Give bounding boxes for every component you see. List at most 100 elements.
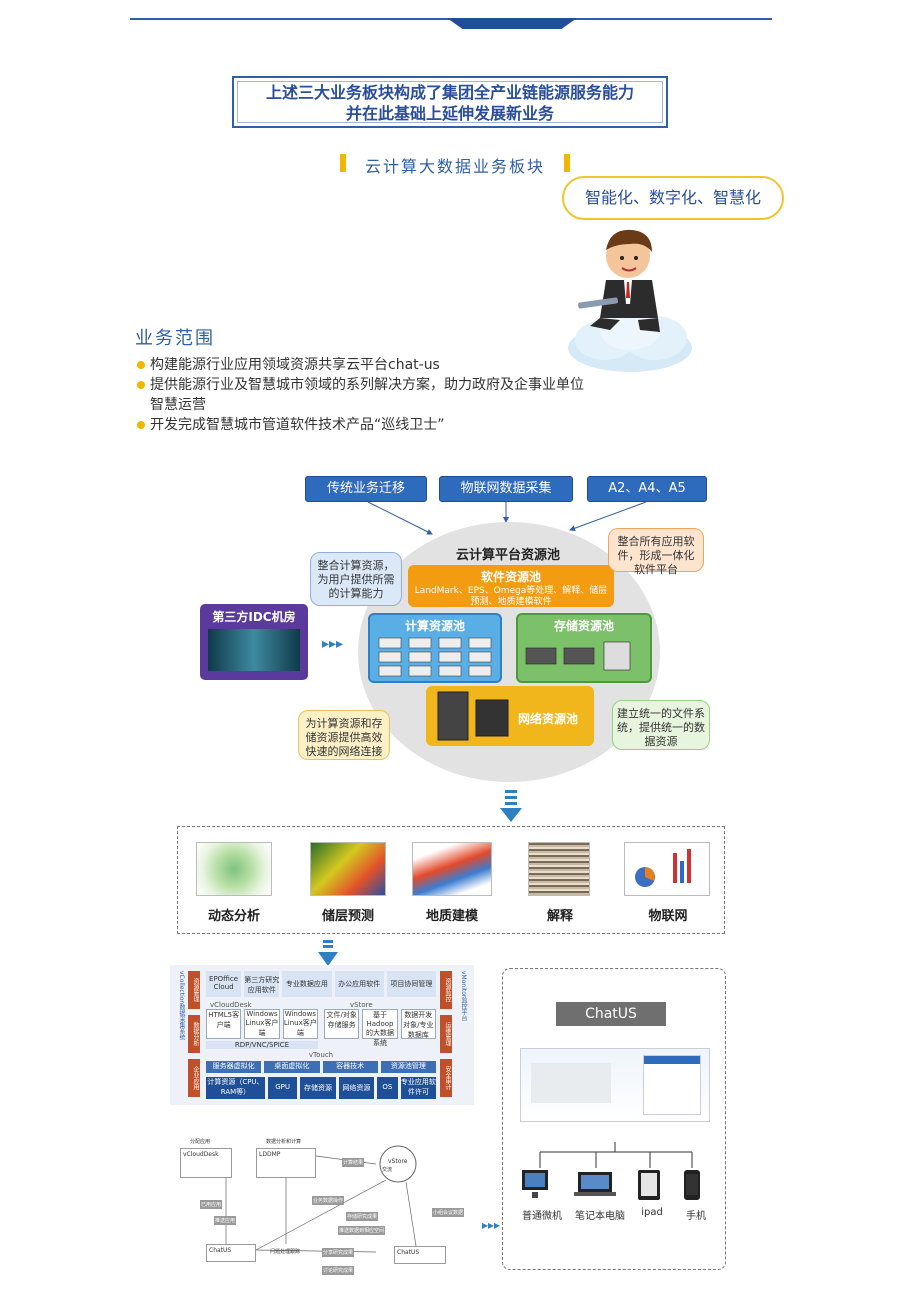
device-label: 手机: [686, 1211, 706, 1222]
arch-resource: OS: [377, 1077, 398, 1099]
storage-device-icons: [525, 641, 631, 671]
arch-left-label: 数据分析: [188, 1015, 200, 1053]
server-rack-icons: [378, 637, 492, 677]
callout-storage: 建立统一的文件系统，提供统一的数据资源: [612, 700, 710, 750]
app-thumb-iot: [624, 842, 710, 896]
flow-step: 交流: [382, 1167, 393, 1173]
arch-virt: 资源池管理: [380, 1061, 436, 1073]
platform-title: 云计算平台资源池: [455, 548, 560, 563]
input-iot-collection: 物联网数据采集: [439, 476, 573, 502]
cartoon-businessman-illustration: [568, 229, 692, 372]
device-icons: [522, 1170, 700, 1200]
top-tab-decoration: [447, 18, 577, 29]
arch-virt-row: 服务器虚拟化 桌面虚拟化 容器技术 资源池管理: [206, 1061, 436, 1073]
headline-line2: 并在此基础上延伸发展新业务: [345, 104, 554, 123]
down-arrow-icon: [500, 790, 522, 822]
compute-pool-label: 计算资源池: [404, 619, 465, 633]
device-label: ipad: [641, 1207, 663, 1218]
flow-node: vStore: [388, 1158, 408, 1165]
arch-virt: 容器技术: [322, 1061, 378, 1073]
arch-right-label: 资源监控: [440, 971, 452, 1009]
arch-right-label: 安全审计: [440, 1059, 452, 1097]
arch-resource: 存储资源: [300, 1077, 336, 1099]
callout-compute: 整合计算资源，为用户提供所需的计算能力: [310, 552, 402, 606]
device-tree-lines: [539, 1142, 693, 1168]
app-label: 储层预测: [321, 909, 374, 924]
flow-node: LDDMP: [256, 1148, 316, 1178]
network-pool: 网络资源池: [426, 686, 594, 746]
arch-right-label: 运维管理: [440, 1015, 452, 1053]
arch-store-item: 数据开发对象/专业数据库: [400, 1009, 436, 1039]
idc-label: 第三方IDC机房: [212, 610, 296, 624]
arch-left-vertical: vCollection数据采集系统: [178, 971, 185, 1041]
flow-step: 业务数据操作: [312, 1196, 345, 1205]
chatus-panel: [502, 968, 726, 1270]
flow-lines: [225, 1145, 417, 1253]
datacenter-photo: [208, 629, 300, 671]
arch-app: EPOffice Cloud: [206, 971, 242, 997]
flow-step: 分享研究成果: [322, 1248, 355, 1257]
apps-panel: [177, 826, 725, 934]
storage-pool: 存储资源池: [516, 613, 652, 683]
arch-virt: 桌面虚拟化: [264, 1061, 320, 1073]
arch-store-item: 文件/对象存储服务: [324, 1009, 360, 1039]
arch-app: 专业数据应用: [282, 971, 332, 997]
scope-item: 构建能源行业应用领域资源共享云平台chat-us: [135, 355, 595, 375]
arch-left-label: 资源管理: [188, 971, 200, 1009]
flow-step: 讨论研究成果: [322, 1266, 355, 1275]
input-a2-a4-a5: A2、A4、A5: [587, 476, 707, 502]
software-pool: 软件资源池 LandMark、EPS、Omega等处理、解释、储层预测、地质建模…: [408, 565, 614, 607]
screenshot-login-form: [643, 1055, 701, 1115]
idc-arrow-icon: ▸▸▸: [322, 636, 344, 652]
app-label: 解释: [546, 909, 573, 924]
flow-step: 存储研究成果: [346, 1212, 379, 1221]
input-legacy-migration: 传统业务迁移: [305, 476, 427, 502]
screenshot-illustration: [531, 1063, 611, 1103]
app-label: 动态分析: [207, 909, 260, 924]
app-label: 物联网: [648, 909, 688, 924]
arch-vstore: vStore: [350, 1001, 373, 1009]
section-title: 云计算大数据业务板块: [340, 153, 570, 176]
flow-step: 数据分析和计算: [266, 1139, 302, 1145]
arch-app-row: EPOffice Cloud 第三方研究应用软件 专业数据应用 办公应用软件 项…: [206, 971, 436, 997]
app-thumb-geo-modeling: [412, 842, 492, 896]
compute-pool: 计算资源池: [368, 613, 502, 683]
arch-resource: 网络资源: [338, 1077, 375, 1099]
software-pool-label: 软件资源池: [480, 570, 541, 584]
flow-step: 推送应用: [214, 1216, 237, 1225]
arch-app: 项目协同管理: [386, 971, 436, 997]
chatus-login-screenshot: [520, 1048, 710, 1122]
scope-item: 提供能源行业及智慧城市领域的系列解决方案，助力政府及企事业单位智慧运营: [135, 375, 595, 415]
down-arrow-icon: [318, 940, 338, 966]
arch-desk-item: Windows Linux客户端: [244, 1009, 280, 1039]
arch-app: 办公应用软件: [334, 971, 384, 997]
arch-resource: 计算资源（CPU、RAM等）: [206, 1077, 265, 1099]
speech-bubble: 智能化、数字化、智慧化: [562, 176, 784, 220]
arch-right-vertical: vMonitor监控平台: [460, 971, 467, 1022]
arch-desk-item: Windows Linux客户端: [282, 1009, 318, 1039]
flow-step: 计算结果: [342, 1158, 365, 1167]
headline-box: 上述三大业务板块构成了集团全产业链能源服务能力 并在此基础上延伸发展新业务: [232, 76, 668, 128]
idc-box: 第三方IDC机房: [200, 604, 308, 680]
architecture-diagram: vCollection数据采集系统 资源管理 数据分析 企业应用 资源监控 运维…: [170, 965, 474, 1105]
callout-software: 整合所有应用软件，形成一体化软件平台: [608, 528, 704, 576]
arch-desk-item: HTML5客户端: [206, 1009, 242, 1039]
flow-step: 已用应用: [200, 1200, 223, 1209]
arch-rdp: RDP/VNC/SPICE: [206, 1041, 318, 1049]
arch-store-items: 文件/对象存储服务 基于Hadoop的大数据系统 数据开发对象/专业数据库: [324, 1009, 436, 1047]
scope-list: 构建能源行业应用领域资源共享云平台chat-us 提供能源行业及智慧城市领域的系…: [135, 355, 595, 435]
app-thumb-reservoir-prediction: [310, 842, 386, 896]
callout-network: 为计算资源和存储资源提供高效快速的网络连接: [298, 710, 390, 760]
flow-diagram: vCloudDesk LDDMP vStore ChatUS ChatUS 分配…: [176, 1132, 476, 1284]
flow-node: ChatUS: [206, 1244, 256, 1262]
device-label: 笔记本电脑: [575, 1211, 625, 1222]
arch-vclouddesk: vCloudDesk: [210, 1001, 252, 1009]
flow-step: 推送数据到相应空间: [338, 1226, 386, 1235]
arch-store-item: 基于Hadoop的大数据系统: [362, 1009, 398, 1047]
arch-resource: GPU: [267, 1077, 298, 1099]
flow-node: vCloudDesk: [180, 1148, 232, 1178]
app-thumb-dynamic-analysis: [196, 842, 272, 896]
device-label: 普通微机: [522, 1211, 562, 1222]
flow-arrow-icon: ▸▸▸: [482, 1218, 501, 1232]
